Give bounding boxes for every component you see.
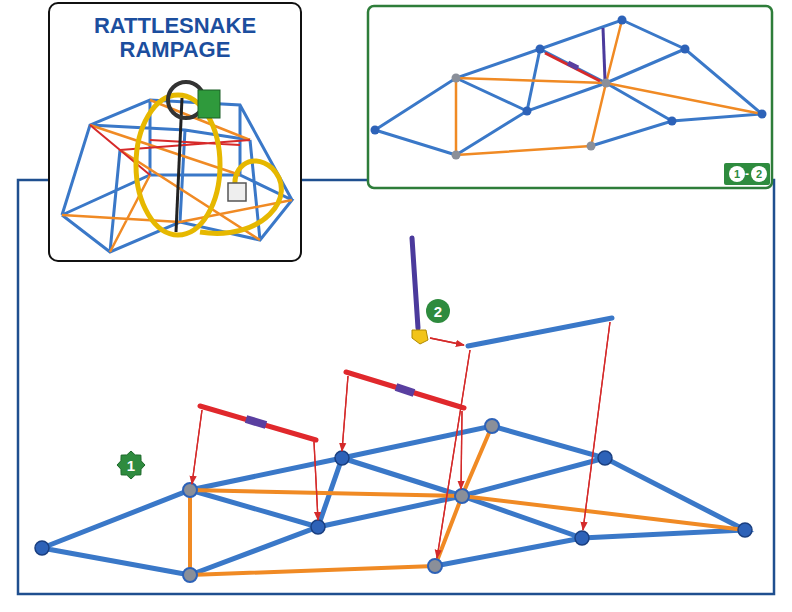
inset-purple-rod — [603, 28, 605, 80]
callout-text: 2 — [434, 304, 442, 319]
hub-connector — [311, 520, 325, 534]
placement-arrow — [192, 410, 202, 484]
placement-arrow — [461, 411, 462, 489]
step-range-dash: - — [745, 167, 749, 181]
hub-connector — [738, 523, 752, 537]
inset-hub — [587, 142, 596, 151]
hub-connector — [598, 451, 612, 465]
inset-hub — [668, 117, 677, 126]
hub-connector — [428, 559, 442, 573]
inset-hub — [523, 107, 532, 116]
hub-connector — [35, 541, 49, 555]
inset-hub — [536, 45, 545, 54]
placement-arrow — [583, 322, 610, 530]
placement-arrow — [314, 442, 318, 520]
placement-arrows — [192, 322, 610, 558]
yellow-connector — [412, 330, 428, 344]
inset-hub — [681, 45, 690, 54]
purple-rod — [412, 238, 418, 328]
thumbnail-red-rods — [90, 125, 250, 175]
thumbnail-motor — [198, 90, 220, 118]
inset-hub — [452, 74, 461, 83]
thumbnail-track — [200, 161, 281, 233]
title-panel-bg — [48, 2, 302, 262]
hub-connector — [183, 568, 197, 582]
inset-blue-rods — [375, 20, 762, 155]
title-box: RATTLESNAKE RAMPAGE — [48, 2, 302, 262]
hub-connector — [335, 451, 349, 465]
step-number: 1 — [729, 166, 745, 182]
inset-purple-connector — [568, 63, 578, 68]
placement-arrow — [430, 338, 464, 345]
star-shape — [117, 451, 145, 479]
orange-rods — [190, 426, 745, 575]
step-number: 2 — [751, 166, 767, 182]
hub-connector — [575, 531, 589, 545]
callout-text: 1 — [127, 458, 135, 473]
inset-panel — [368, 6, 772, 188]
callout-text: 2 — [756, 169, 762, 180]
inset-orange-rods — [456, 20, 762, 155]
callout-text: 1 — [734, 169, 740, 180]
placement-arrow — [437, 350, 470, 558]
purple-connector — [246, 419, 266, 425]
hub-connector — [455, 489, 469, 503]
inset-hub — [602, 79, 611, 88]
red-rod — [346, 372, 464, 408]
model-title: RATTLESNAKE RAMPAGE — [75, 14, 275, 62]
thumbnail-car — [228, 183, 246, 201]
blue-rods — [42, 426, 745, 575]
inset-hub — [758, 110, 767, 119]
step-badge — [724, 163, 770, 185]
hub-connector — [485, 419, 499, 433]
purple-connector — [396, 387, 414, 393]
inset-hub — [618, 16, 627, 25]
blue-rod — [468, 318, 612, 346]
callout-number: 1 — [116, 450, 146, 480]
red-rod — [200, 406, 316, 440]
hub-connector — [183, 483, 197, 497]
placement-arrow — [342, 376, 348, 451]
inset-hub — [371, 126, 380, 135]
inset-hub — [452, 151, 461, 160]
inset-red-rod — [545, 53, 600, 81]
callout-number: 2 — [426, 299, 450, 323]
